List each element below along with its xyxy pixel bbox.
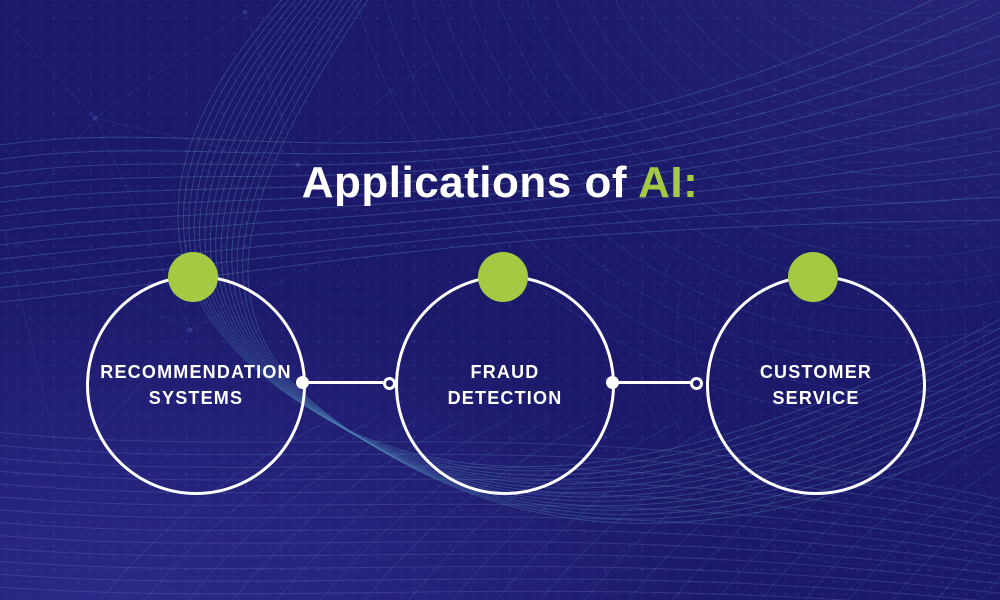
node-label: RECOMMENDATION SYSTEMS	[71, 359, 321, 411]
node-label-line: FRAUD	[470, 362, 540, 382]
title-text: Applications of	[301, 158, 628, 207]
connector-start-dot-icon	[606, 376, 619, 389]
node-label: FRAUD DETECTION	[380, 359, 630, 411]
connector-line	[303, 381, 383, 384]
green-dot-icon	[168, 252, 218, 302]
connector-line	[613, 381, 691, 384]
green-dot-icon	[478, 252, 528, 302]
title-highlight: AI:	[638, 158, 699, 207]
node-label-line: CUSTOMER	[759, 362, 873, 382]
page-title: Applications of AI:	[0, 156, 1000, 210]
node-label: CUSTOMER SERVICE	[691, 359, 941, 411]
connector-end-ring-icon	[383, 377, 396, 390]
connector-end-ring-icon	[690, 377, 703, 390]
node-label-line: DETECTION	[447, 388, 563, 408]
node-label-line: SERVICE	[772, 388, 860, 408]
connector-start-dot-icon	[296, 376, 309, 389]
green-dot-icon	[788, 252, 838, 302]
node-label-line: SYSTEMS	[148, 388, 244, 408]
node-label-line: RECOMMENDATION	[100, 362, 292, 382]
